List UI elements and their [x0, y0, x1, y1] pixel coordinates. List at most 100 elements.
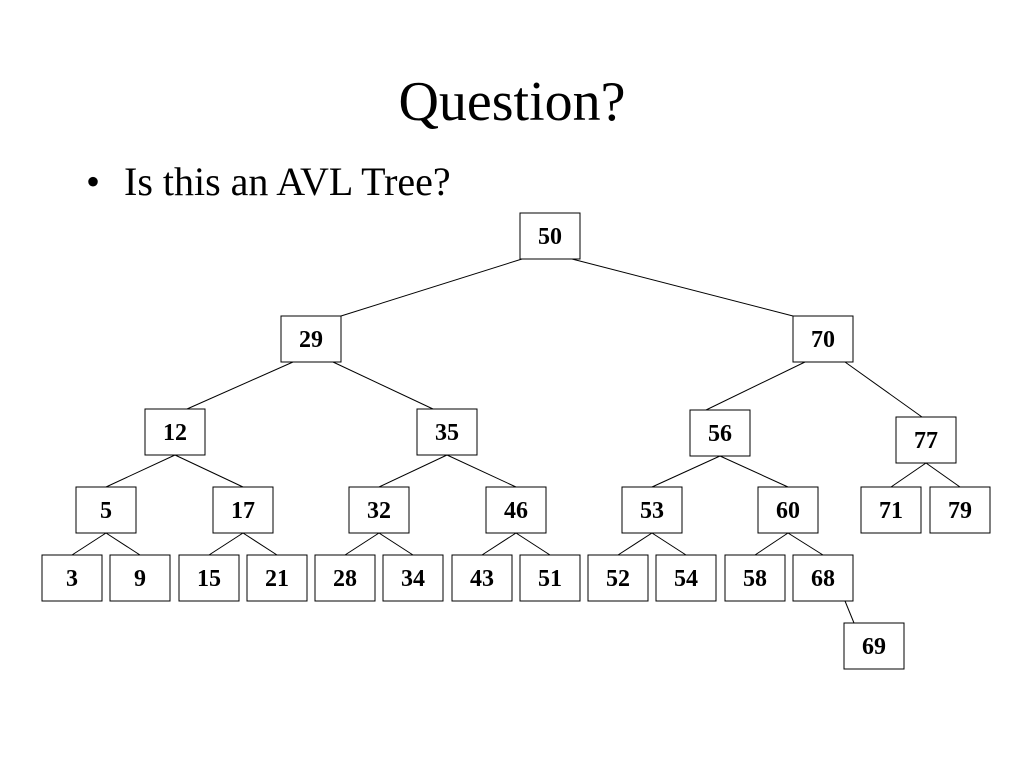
node-label: 46 [504, 498, 528, 524]
tree-edges [71, 258, 961, 624]
node-box [212, 486, 274, 534]
node-label: 12 [163, 420, 187, 446]
node-box [75, 486, 137, 534]
node-label: 9 [134, 566, 146, 592]
node-label: 17 [231, 498, 255, 524]
node-label: 32 [367, 498, 391, 524]
node-box [843, 622, 905, 670]
tree-node-50: 50 [519, 212, 581, 260]
node-label: 35 [435, 420, 459, 446]
node-label: 15 [197, 566, 221, 592]
node-label: 29 [299, 327, 323, 353]
node-box [382, 554, 444, 602]
tree-node-21: 21 [246, 554, 308, 602]
tree-edge-32-34 [378, 532, 414, 556]
tree-edge-29-12 [186, 361, 294, 410]
tree-node-34: 34 [382, 554, 444, 602]
node-label: 79 [948, 498, 972, 524]
node-box [348, 486, 410, 534]
node-box [724, 554, 786, 602]
node-box [314, 554, 376, 602]
tree-node-35: 35 [416, 408, 478, 456]
tree-edge-5-3 [71, 532, 107, 556]
tree-node-53: 53 [621, 486, 683, 534]
tree-edge-12-5 [105, 454, 176, 488]
bullet-symbol: • [86, 159, 101, 204]
node-box [41, 554, 103, 602]
node-box [519, 212, 581, 260]
node-label: 21 [265, 566, 289, 592]
tree-nodes: 50 29 70 12 35 56 77 5 17 32 46 53 60 71 79 3 9 15 21 28 34 4… [41, 212, 991, 670]
tree-edge-60-58 [754, 532, 789, 556]
tree-edge-56-60 [719, 455, 789, 488]
tree-edge-12-17 [174, 454, 244, 488]
tree-node-68: 68 [792, 554, 854, 602]
tree-edge-35-32 [378, 454, 448, 488]
node-label: 34 [401, 566, 425, 592]
tree-node-46: 46 [485, 486, 547, 534]
node-box [144, 408, 206, 456]
tree-edge-5-9 [105, 532, 141, 556]
node-box [860, 486, 922, 534]
node-label: 58 [743, 566, 767, 592]
tree-edge-53-52 [617, 532, 653, 556]
node-label: 69 [862, 634, 886, 660]
tree-node-56: 56 [689, 409, 751, 457]
node-box [246, 554, 308, 602]
node-box [485, 486, 547, 534]
node-label: 3 [66, 566, 78, 592]
node-label: 53 [640, 498, 664, 524]
tree-edge-50-70 [571, 258, 794, 317]
tree-node-12: 12 [144, 408, 206, 456]
node-label: 5 [100, 498, 112, 524]
tree-node-69: 69 [843, 622, 905, 670]
tree-edge-77-79 [925, 462, 961, 488]
tree-edge-46-43 [481, 532, 517, 556]
tree-edge-56-53 [651, 455, 721, 488]
node-label: 54 [674, 566, 698, 592]
node-box [792, 554, 854, 602]
tree-node-3: 3 [41, 554, 103, 602]
tree-node-51: 51 [519, 554, 581, 602]
tree-edge-77-71 [890, 462, 927, 488]
tree-node-43: 43 [451, 554, 513, 602]
tree-node-15: 15 [178, 554, 240, 602]
tree-node-52: 52 [587, 554, 649, 602]
tree-edge-70-56 [705, 361, 806, 411]
node-box [689, 409, 751, 457]
slide-title: Question? [398, 71, 626, 133]
tree-node-32: 32 [348, 486, 410, 534]
node-box [280, 315, 342, 363]
tree-node-70: 70 [792, 315, 854, 363]
tree-edge-68-69 [844, 600, 855, 624]
node-label: 56 [708, 421, 732, 447]
node-box [792, 315, 854, 363]
node-box [109, 554, 171, 602]
node-box [416, 408, 478, 456]
tree-edge-29-35 [332, 361, 434, 410]
tree-node-79: 79 [929, 486, 991, 534]
tree-edge-32-28 [344, 532, 380, 556]
node-label: 52 [606, 566, 630, 592]
node-label: 68 [811, 566, 835, 592]
node-box [178, 554, 240, 602]
tree-node-5: 5 [75, 486, 137, 534]
node-box [621, 486, 683, 534]
node-label: 60 [776, 498, 800, 524]
tree-node-58: 58 [724, 554, 786, 602]
tree-edge-60-68 [787, 532, 824, 556]
bullet-question: • Is this an AVL Tree? [86, 158, 451, 206]
tree-node-28: 28 [314, 554, 376, 602]
tree-node-9: 9 [109, 554, 171, 602]
node-label: 50 [538, 224, 562, 250]
node-label: 70 [811, 327, 835, 353]
bullet-text: Is this an AVL Tree? [124, 159, 451, 204]
node-box [587, 554, 649, 602]
tree-node-29: 29 [280, 315, 342, 363]
tree-node-77: 77 [895, 416, 957, 464]
tree-edge-46-51 [515, 532, 551, 556]
tree-edge-53-54 [651, 532, 687, 556]
node-label: 43 [470, 566, 494, 592]
tree-node-71: 71 [860, 486, 922, 534]
